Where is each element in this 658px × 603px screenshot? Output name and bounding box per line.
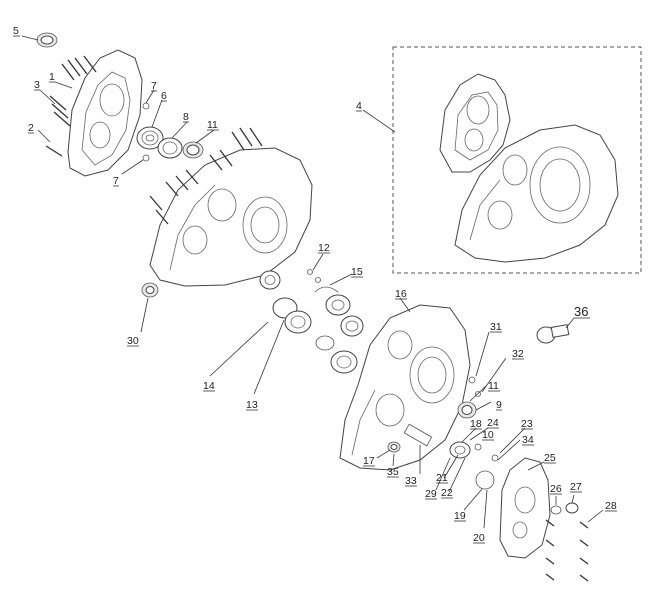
pin-12b-drawing [315,277,321,283]
middle-crankcase-drawing [149,147,313,287]
right-cover-drawing [499,457,551,559]
left-cover-drawing [67,49,143,177]
label-36: 36 [574,304,588,319]
label-9: 9 [496,399,502,411]
label-6: 6 [161,90,167,102]
sensor-36-drawing [536,324,570,344]
label-7a: 7 [151,80,157,92]
label-25: 25 [544,452,556,464]
bearing-8-drawing [157,137,183,159]
label-3: 3 [34,79,40,91]
bearing-group-15-drawing [314,286,364,374]
right-crankcase-drawing [339,304,471,471]
part-labels: 5 1 3 2 7 6 8 11 7 4 12 15 30 14 13 16 3… [13,25,617,544]
pin-12a-drawing [307,269,313,275]
label-4: 4 [356,100,362,112]
label-1: 1 [49,71,55,83]
label-12: 12 [318,242,330,254]
label-34: 34 [522,434,534,446]
dowel-7b-drawing [142,154,150,162]
label-32: 32 [512,348,524,360]
label-18: 18 [470,418,482,430]
label-20: 20 [473,532,485,544]
seal-5-drawing [36,32,58,48]
pump-group-drawing [403,423,499,490]
left-cover-bolts [45,55,97,157]
label-2: 2 [28,122,34,134]
label-5: 5 [13,25,19,37]
label-29: 29 [425,488,437,500]
seal-9-drawing [457,401,477,419]
bearing-6-drawing [136,126,164,150]
label-16: 16 [395,288,407,300]
label-35: 35 [387,466,399,478]
seal-11-drawing [182,141,204,159]
seal-30-drawing [141,282,159,298]
label-10: 10 [482,429,494,441]
label-27: 27 [570,481,582,493]
middle-case-bolts [149,127,263,225]
label-30: 30 [127,335,139,347]
label-17: 17 [363,455,375,467]
label-8: 8 [183,111,189,123]
label-23: 23 [521,418,533,430]
part-17-35-drawing [387,441,401,453]
dowel-7a-drawing [142,102,150,110]
label-13: 13 [246,399,258,411]
part-31-drawing [468,376,476,384]
label-14: 14 [203,380,215,392]
label-28: 28 [605,500,617,512]
label-26: 26 [550,483,562,495]
label-21: 21 [436,472,448,484]
label-11a: 11 [207,119,218,131]
label-7b: 7 [113,175,119,187]
assembly-case-drawing [454,124,619,263]
cover-bolts-28 [545,519,589,582]
label-19: 19 [454,510,466,522]
label-11b: 11 [488,380,499,392]
assembly-cover-drawing [439,73,511,173]
label-31: 31 [490,321,502,333]
label-33: 33 [405,475,417,487]
label-24: 24 [487,417,499,429]
leader-lines [21,35,604,529]
crankcase-assembly-box [392,46,642,274]
label-15: 15 [351,266,363,278]
bearing-group-13-drawing [259,270,312,334]
parts-26-27-drawing [550,502,579,515]
label-22: 22 [441,487,453,499]
